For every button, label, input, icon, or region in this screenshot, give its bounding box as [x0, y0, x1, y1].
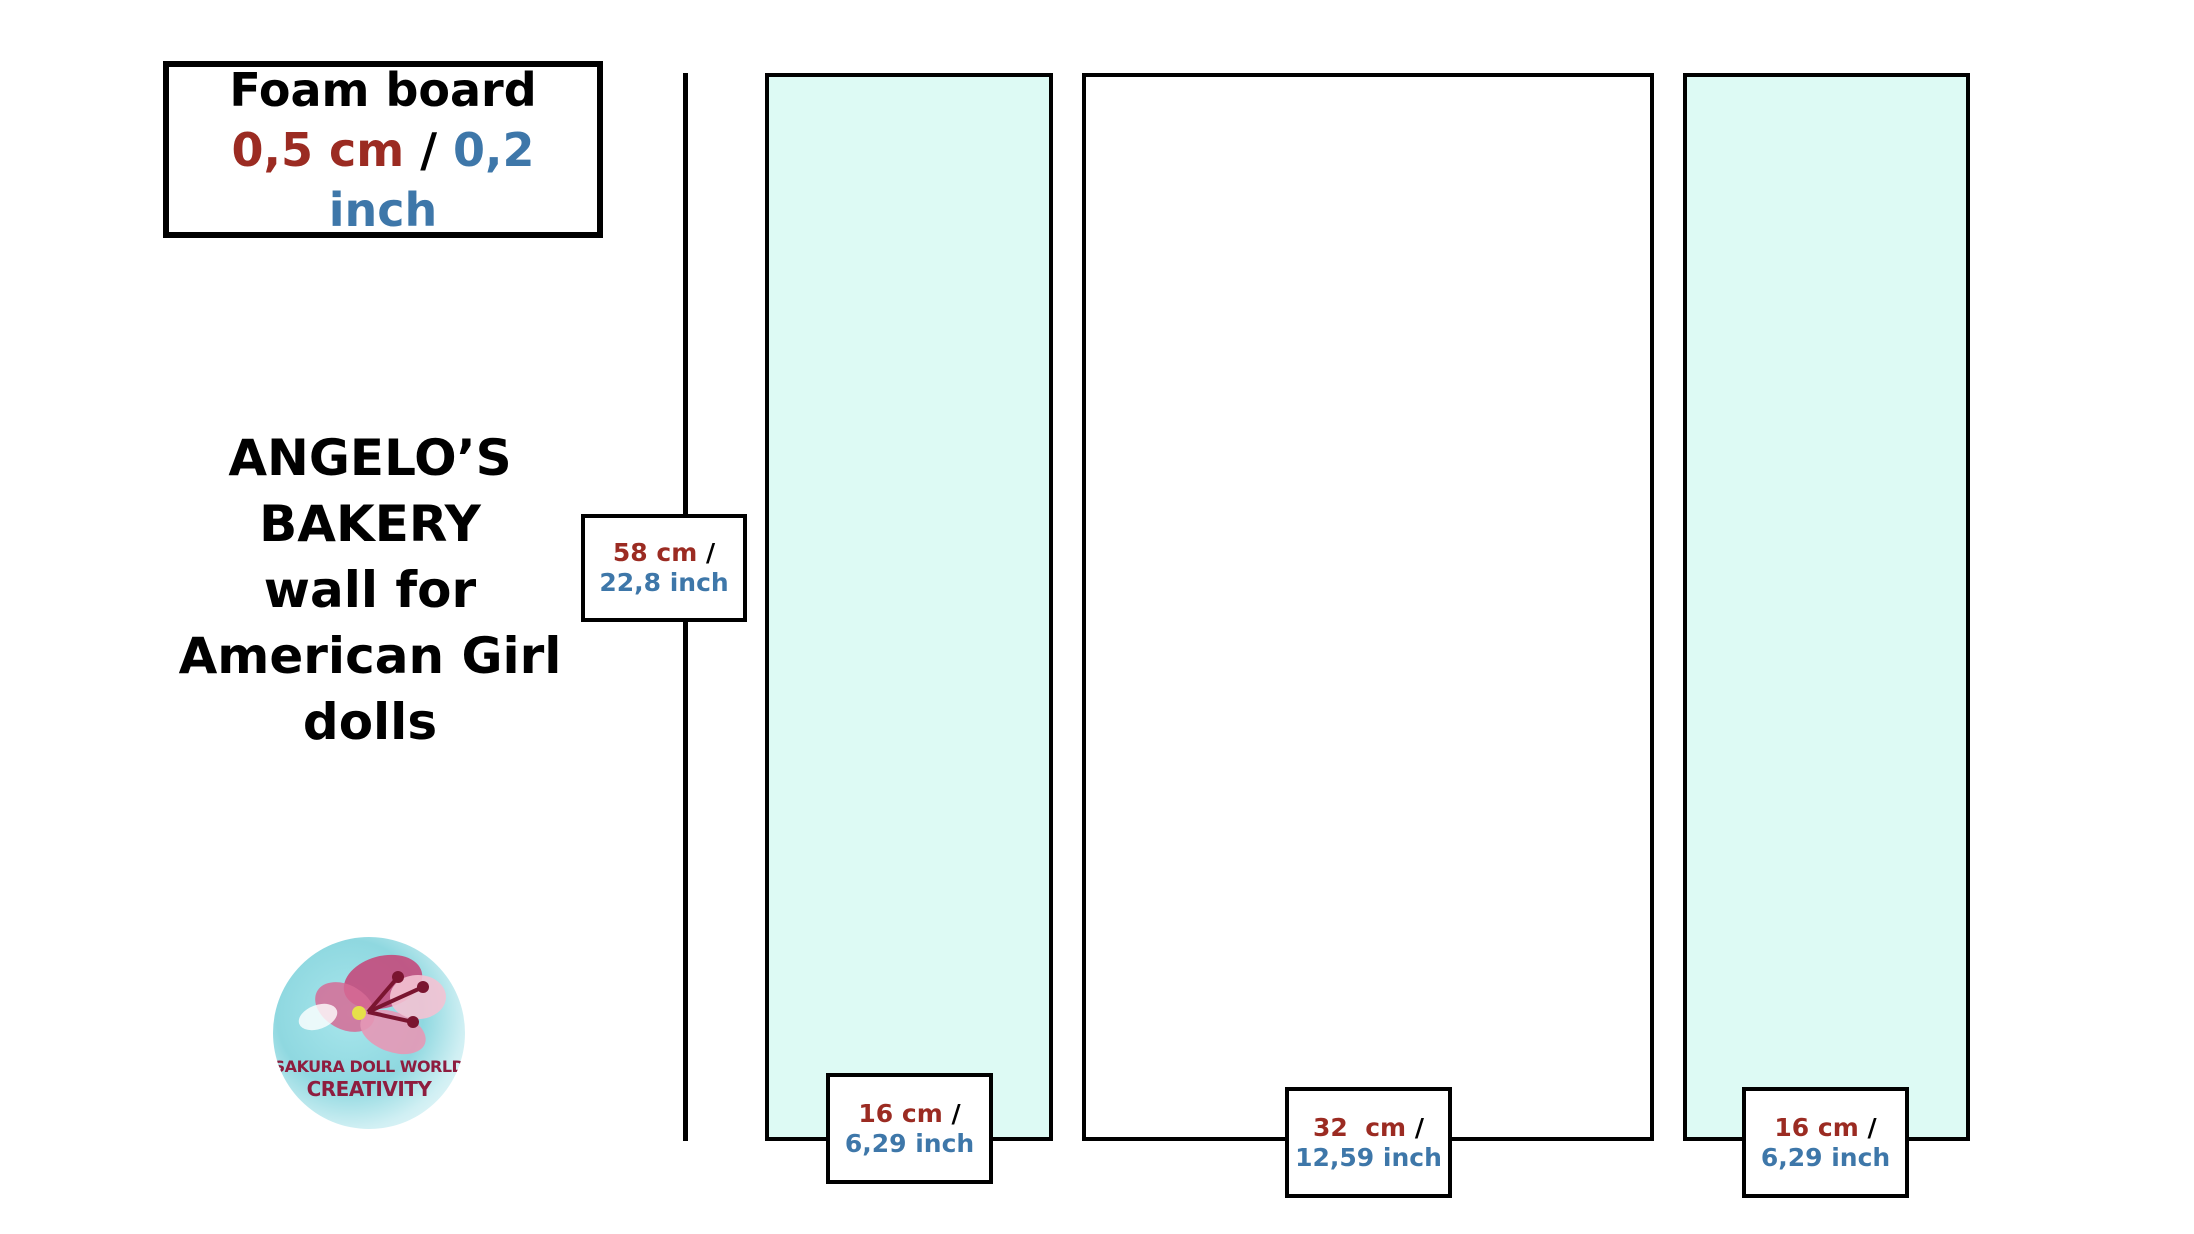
width-cm: 32 cm: [1313, 1112, 1407, 1142]
width-separator: /: [1414, 1112, 1424, 1142]
logo-text-line1: SAKURA DOLL WORLD: [273, 1057, 465, 1076]
width-separator: /: [951, 1098, 961, 1128]
center-panel: [1082, 73, 1654, 1141]
title-line: ANGELO’S: [228, 429, 512, 487]
width-inch: 12,59 inch: [1295, 1142, 1442, 1172]
width-separator: /: [1867, 1112, 1877, 1142]
material-separator: /: [420, 122, 437, 177]
material-thickness-cm: 0,5 cm: [231, 122, 405, 177]
left-side-panel: [765, 73, 1053, 1141]
sakura-flower-icon: [298, 954, 446, 1055]
material-label: Foam board: [229, 62, 537, 117]
material-thickness-inch: 0,2 inch: [328, 122, 535, 237]
height-cm: 58 cm: [612, 538, 698, 567]
left-panel-width-label: 16 cm / 6,29 inch: [826, 1073, 993, 1184]
center-panel-width-label: 32 cm / 12,59 inch: [1285, 1087, 1452, 1198]
material-box: Foam board 0,5 cm / 0,2 inch: [163, 61, 603, 238]
title-line: dolls: [302, 693, 438, 751]
height-inch: 22,8 inch: [599, 568, 729, 597]
height-label: 58 cm / 22,8 inch: [581, 514, 747, 622]
width-inch: 6,29 inch: [1760, 1142, 1891, 1172]
width-cm: 16 cm: [858, 1098, 943, 1128]
title-line: wall for: [263, 561, 477, 619]
width-inch: 6,29 inch: [844, 1128, 975, 1158]
sakura-logo: SAKURA DOLL WORLD CREATIVITY: [273, 937, 465, 1129]
height-separator: /: [705, 538, 716, 567]
width-cm: 16 cm: [1774, 1112, 1859, 1142]
right-side-panel: [1683, 73, 1970, 1141]
right-panel-width-label: 16 cm / 6,29 inch: [1742, 1087, 1909, 1198]
logo-text-line2: CREATIVITY: [306, 1077, 432, 1101]
project-title: ANGELO’S BAKERY wall for American Girl d…: [160, 425, 580, 755]
title-line: BAKERY: [259, 495, 481, 553]
title-line: American Girl: [178, 627, 562, 685]
